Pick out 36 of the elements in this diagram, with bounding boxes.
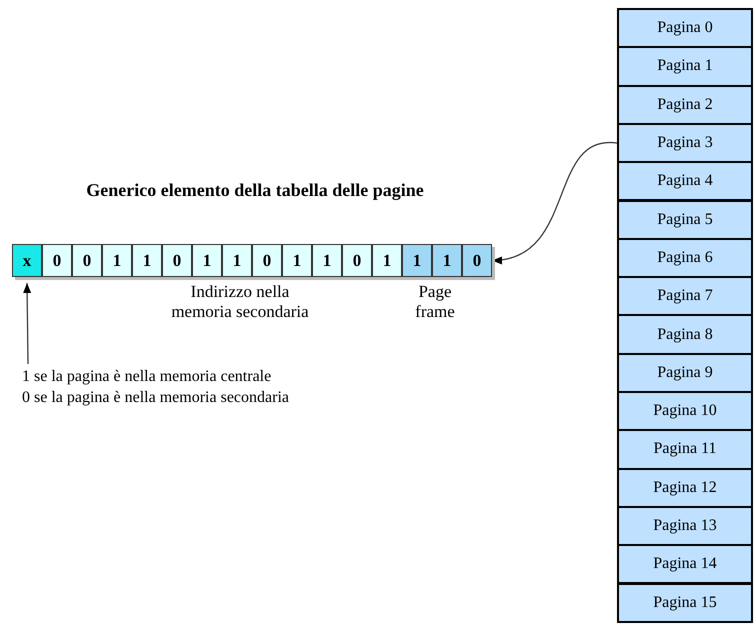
bit-cell: 0 xyxy=(72,244,102,277)
bit-cell: 1 xyxy=(192,244,222,277)
page-row: Pagina 13 xyxy=(617,506,753,546)
page-row: Pagina 6 xyxy=(617,238,753,278)
bit-cell: 0 xyxy=(42,244,72,277)
bit-cell: 1 xyxy=(132,244,162,277)
bit-cell: 1 xyxy=(222,244,252,277)
note-text: 1 se la pagina è nella memoria centrale 0 se la pagina è nella memoria secondaria xyxy=(22,366,402,410)
page-row: Pagina 8 xyxy=(617,314,753,355)
bit-cell: 1 xyxy=(402,244,432,277)
page-row: Pagina 14 xyxy=(617,544,753,584)
page-row: Pagina 1 xyxy=(617,46,753,87)
page-row: Pagina 5 xyxy=(617,200,753,240)
page-row: Pagina 4 xyxy=(617,161,753,202)
bit-cell: 0 xyxy=(462,244,492,277)
field-label: Indirizzo nella memoria secondaria xyxy=(170,282,310,322)
page-row: Pagina 3 xyxy=(617,122,753,164)
page-row: Pagina 0 xyxy=(617,8,753,48)
page-row: Pagina 2 xyxy=(617,84,753,125)
page-row: Pagina 15 xyxy=(617,582,753,623)
page-row: Pagina 11 xyxy=(617,429,753,470)
page-row: Pagina 12 xyxy=(617,468,753,508)
bit-cell: 0 xyxy=(252,244,282,277)
page-row: Pagina 10 xyxy=(617,391,753,432)
bit-cell: 0 xyxy=(162,244,192,277)
bit-cell: 1 xyxy=(312,244,342,277)
bit-cell: 1 xyxy=(372,244,402,277)
bit-cell: 1 xyxy=(102,244,132,277)
bit-cell: 0 xyxy=(342,244,372,277)
bit-cell: 1 xyxy=(282,244,312,277)
diagram-title: Generico elemento della tabella delle pagine xyxy=(85,180,425,202)
page-row: Pagina 7 xyxy=(617,276,753,316)
bit-cell: x xyxy=(12,244,42,277)
page-row: Pagina 9 xyxy=(617,352,753,393)
field-label: Page frame xyxy=(414,282,456,322)
bit-cell: 1 xyxy=(432,244,462,277)
